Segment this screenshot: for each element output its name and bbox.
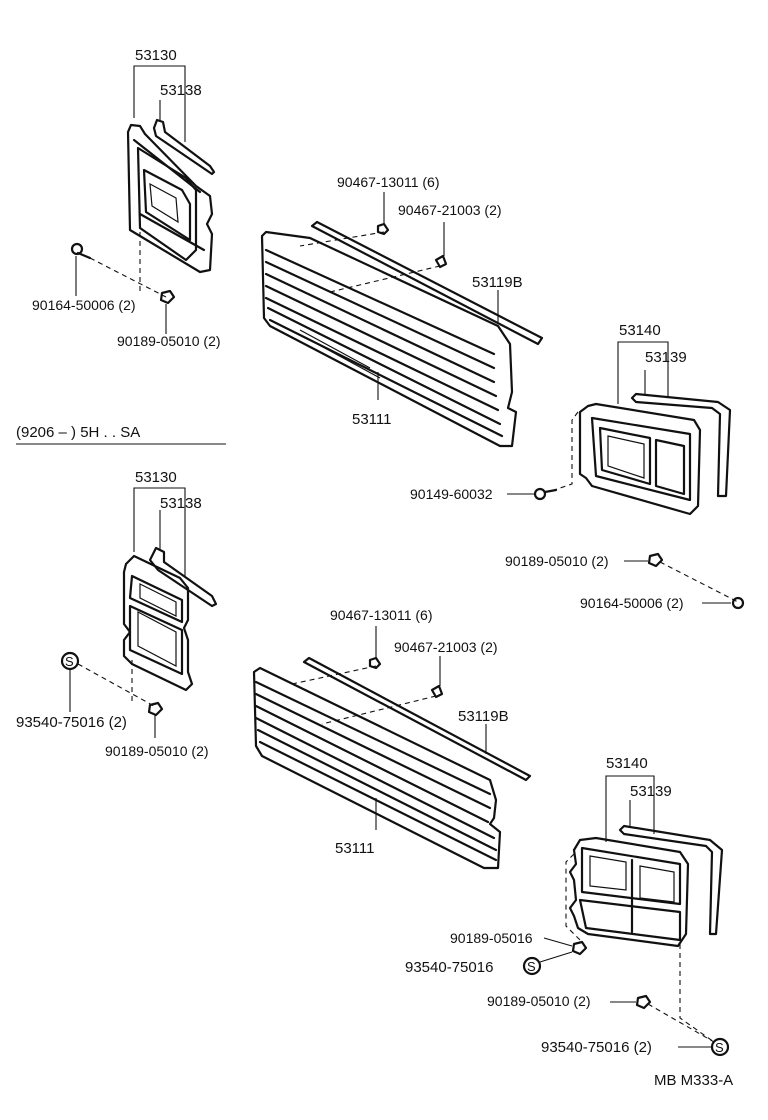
lower-grille: [252, 666, 502, 870]
lower-moulding: [302, 656, 532, 782]
lower-seal-right-label: 53139: [630, 783, 672, 800]
lower-right-fastener-b-icon: S: [710, 1037, 730, 1057]
svg-text:S: S: [65, 654, 74, 669]
lower-frame-right-label: 53140: [606, 755, 648, 772]
lower-right-nut-a-icon: [571, 940, 588, 956]
svg-text:S: S: [715, 1040, 724, 1055]
lower-nut-right-b-label: 90189-05010 (2): [487, 993, 591, 1009]
svg-text:S: S: [527, 959, 536, 974]
upper-right-screw-icon: [731, 596, 745, 610]
upper-grille: [260, 230, 518, 448]
upper-left-seal: [152, 118, 216, 176]
lower-nut-left-label: 90189-05010 (2): [105, 743, 209, 759]
lower-left-fastener-icon: S: [60, 651, 80, 671]
section-label: (9206 – ) 5H . . SA: [16, 424, 140, 441]
upper-screw-right-label: 90164-50006 (2): [580, 595, 684, 611]
lower-frame-left-label: 53130: [135, 469, 177, 486]
lower-right-frame: [568, 836, 690, 948]
upper-frame-left-label: 53130: [135, 47, 177, 64]
upper-left-frame: [126, 123, 214, 274]
lower-clip-a-label: 90467-13011 (6): [330, 607, 432, 623]
upper-clip-b-icon: [434, 254, 448, 269]
upper-right-bolt-icon: [533, 487, 558, 501]
lower-nut-right-a-label: 90189-05016: [450, 930, 533, 946]
lower-left-seal: [148, 546, 218, 608]
upper-grille-label: 53111: [352, 411, 392, 428]
upper-left-screw-icon: [70, 242, 92, 260]
lower-moulding-label: 53119B: [458, 708, 509, 725]
lower-clip-a-icon: [368, 656, 382, 670]
upper-right-nut-icon: [647, 552, 664, 568]
lower-fastener-right-a-label: 93540-75016: [405, 959, 493, 976]
lower-right-seal: [618, 824, 724, 936]
upper-clip-b-label: 90467-21003 (2): [398, 202, 502, 218]
upper-right-seal: [630, 392, 732, 498]
lower-fastener-right-b-label: 93540-75016 (2): [541, 1039, 652, 1056]
lower-right-fastener-a-icon: S: [522, 956, 542, 976]
lower-seal-left-label: 53138: [160, 495, 202, 512]
upper-nut-right-label: 90189-05010 (2): [505, 553, 609, 569]
lower-clip-b-icon: [430, 684, 444, 699]
upper-seal-left-label: 53138: [160, 82, 202, 99]
upper-nut-left-label: 90189-05010 (2): [117, 333, 221, 349]
upper-clip-a-icon: [376, 222, 390, 236]
upper-seal-right-label: 53139: [645, 349, 687, 366]
upper-right-frame: [578, 402, 702, 516]
upper-moulding: [310, 220, 544, 346]
lower-left-nut-icon: [147, 701, 164, 717]
upper-bolt-right-label: 90149-60032: [410, 486, 493, 502]
upper-clip-a-label: 90467-13011 (6): [337, 174, 439, 190]
lower-fastener-left-label: 93540-75016 (2): [16, 714, 127, 731]
lower-right-nut-b-icon: [635, 994, 652, 1010]
upper-frame-right-label: 53140: [619, 322, 661, 339]
upper-left-nut-icon: [159, 289, 176, 305]
lower-left-frame: [122, 554, 194, 692]
lower-clip-b-label: 90467-21003 (2): [394, 639, 498, 655]
upper-screw-left-label: 90164-50006 (2): [32, 297, 136, 313]
lower-grille-label: 53111: [335, 840, 375, 857]
upper-moulding-label: 53119B: [472, 274, 523, 291]
catalog-code: MB M333-A: [654, 1072, 733, 1089]
